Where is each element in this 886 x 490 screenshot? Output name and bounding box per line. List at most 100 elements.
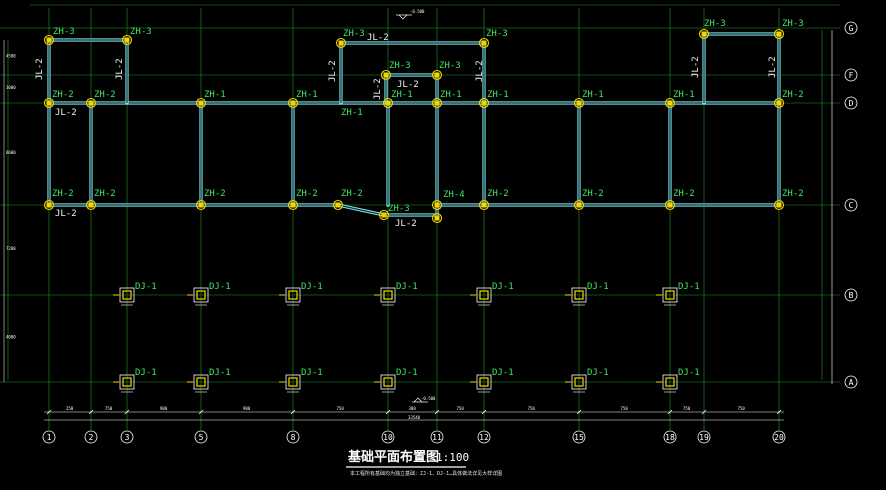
axis-label-bottom: 10	[383, 433, 393, 442]
axis-bubble-right	[844, 288, 858, 302]
foundation-beams	[47, 32, 781, 220]
zh-column-core	[434, 202, 440, 208]
zh-column	[478, 199, 490, 211]
zh-column	[332, 199, 344, 211]
zh-column-core	[701, 31, 707, 37]
dj-footing-column	[383, 377, 393, 387]
column-label: ZH-1	[440, 90, 462, 100]
dj-footing-column	[574, 377, 584, 387]
zh-pile-circle	[773, 97, 785, 109]
column-label: ZH-2	[52, 90, 74, 100]
zh-column	[43, 34, 55, 46]
axis-label-right: F	[849, 71, 854, 80]
dj-footing-column	[122, 377, 132, 387]
dj-footing	[565, 374, 587, 393]
dj-footing-outline	[193, 374, 209, 390]
axis-label-right: B	[849, 291, 854, 300]
column-label: ZH-3	[486, 29, 508, 39]
zh-pile-circle	[478, 97, 490, 109]
zh-column-core	[124, 37, 130, 43]
zh-column	[335, 37, 347, 49]
zh-column-core	[46, 37, 52, 43]
dim-tick	[124, 409, 130, 415]
column-label: ZH-2	[94, 189, 116, 199]
column-label: ZH-3	[782, 19, 804, 29]
dj-footing	[374, 287, 396, 306]
dj-footing-column	[122, 290, 132, 300]
column-label: ZH-3	[130, 27, 152, 37]
beam-label: JL-2	[55, 209, 77, 219]
axis-bubble-bottom	[120, 430, 134, 444]
column-label: ZH-2	[52, 189, 74, 199]
zh-column-core	[46, 202, 52, 208]
footing-label: DJ-1	[209, 282, 231, 292]
dj-footing-outline	[662, 374, 678, 390]
column-label: ZH-1	[341, 108, 363, 118]
dj-footing	[187, 287, 209, 306]
column-label: ZH-2	[673, 189, 695, 199]
footing-label: DJ-1	[396, 368, 418, 378]
zh-column-core	[481, 100, 487, 106]
column-label: ZH-1	[487, 90, 509, 100]
drawing-scale: 1:100	[436, 451, 469, 464]
title-block: 基础平面布置图 1:100 本工程所有基础均为独立基础：ZJ-1、DJ-1…具体…	[346, 449, 502, 477]
dj-footing-outline	[193, 287, 209, 303]
axis-bubble-right	[844, 68, 858, 82]
axis-bubble-bottom	[772, 430, 786, 444]
dim-tick	[46, 409, 52, 415]
column-footings	[43, 28, 785, 393]
zh-column	[382, 97, 394, 109]
zh-column-core	[481, 40, 487, 46]
axis-bubble-bottom	[42, 430, 56, 444]
column-label: ZH-3	[389, 61, 411, 71]
zh-column	[195, 97, 207, 109]
zh-pile-circle	[43, 97, 55, 109]
zh-pile-circle	[478, 37, 490, 49]
dj-footing-outline	[119, 374, 135, 390]
dj-footing-outline	[662, 287, 678, 303]
drawing-title: 基础平面布置图	[347, 449, 439, 465]
column-label: ZH-2	[94, 90, 116, 100]
dim-tick	[576, 409, 582, 415]
dim-text: 750	[337, 406, 345, 411]
zh-pile-circle	[664, 199, 676, 211]
zh-pile-circle	[431, 97, 443, 109]
axis-bubble-bottom	[430, 430, 444, 444]
dj-footing-outline	[571, 374, 587, 390]
axis-bubble-bottom	[477, 430, 491, 444]
axis-bubble-bottom	[84, 430, 98, 444]
zh-column-core	[434, 215, 440, 221]
beam-label: JL-2	[35, 58, 45, 80]
zh-column	[773, 28, 785, 40]
dj-footing-outline	[476, 287, 492, 303]
zh-column-core	[383, 72, 389, 78]
dim-tick	[481, 409, 487, 415]
zh-column-core	[776, 202, 782, 208]
zh-column-core	[576, 100, 582, 106]
zh-column-core	[434, 72, 440, 78]
dj-footing	[656, 374, 678, 393]
axis-label-right: D	[849, 99, 854, 108]
dj-footing-column	[574, 290, 584, 300]
dj-footing	[470, 374, 492, 393]
dim-total-text: 33540	[408, 415, 421, 420]
axis-bubble-right	[844, 198, 858, 212]
column-label: ZH-1	[582, 90, 604, 100]
footing-label: DJ-1	[587, 368, 609, 378]
axis-label-bottom: 15	[574, 433, 584, 442]
zh-column	[573, 199, 585, 211]
dim-tick	[198, 409, 204, 415]
zh-column-core	[290, 100, 296, 106]
zh-pile-circle	[773, 28, 785, 40]
beam-label: JL-2	[373, 78, 383, 100]
zh-column-core	[667, 202, 673, 208]
dj-footing-outline	[380, 374, 396, 390]
dj-footing	[374, 374, 396, 393]
footing-label: DJ-1	[492, 282, 514, 292]
dim-text: 750	[738, 406, 746, 411]
zh-pile-circle	[431, 212, 443, 224]
column-label: ZH-2	[782, 90, 804, 100]
footing-label: DJ-1	[492, 368, 514, 378]
